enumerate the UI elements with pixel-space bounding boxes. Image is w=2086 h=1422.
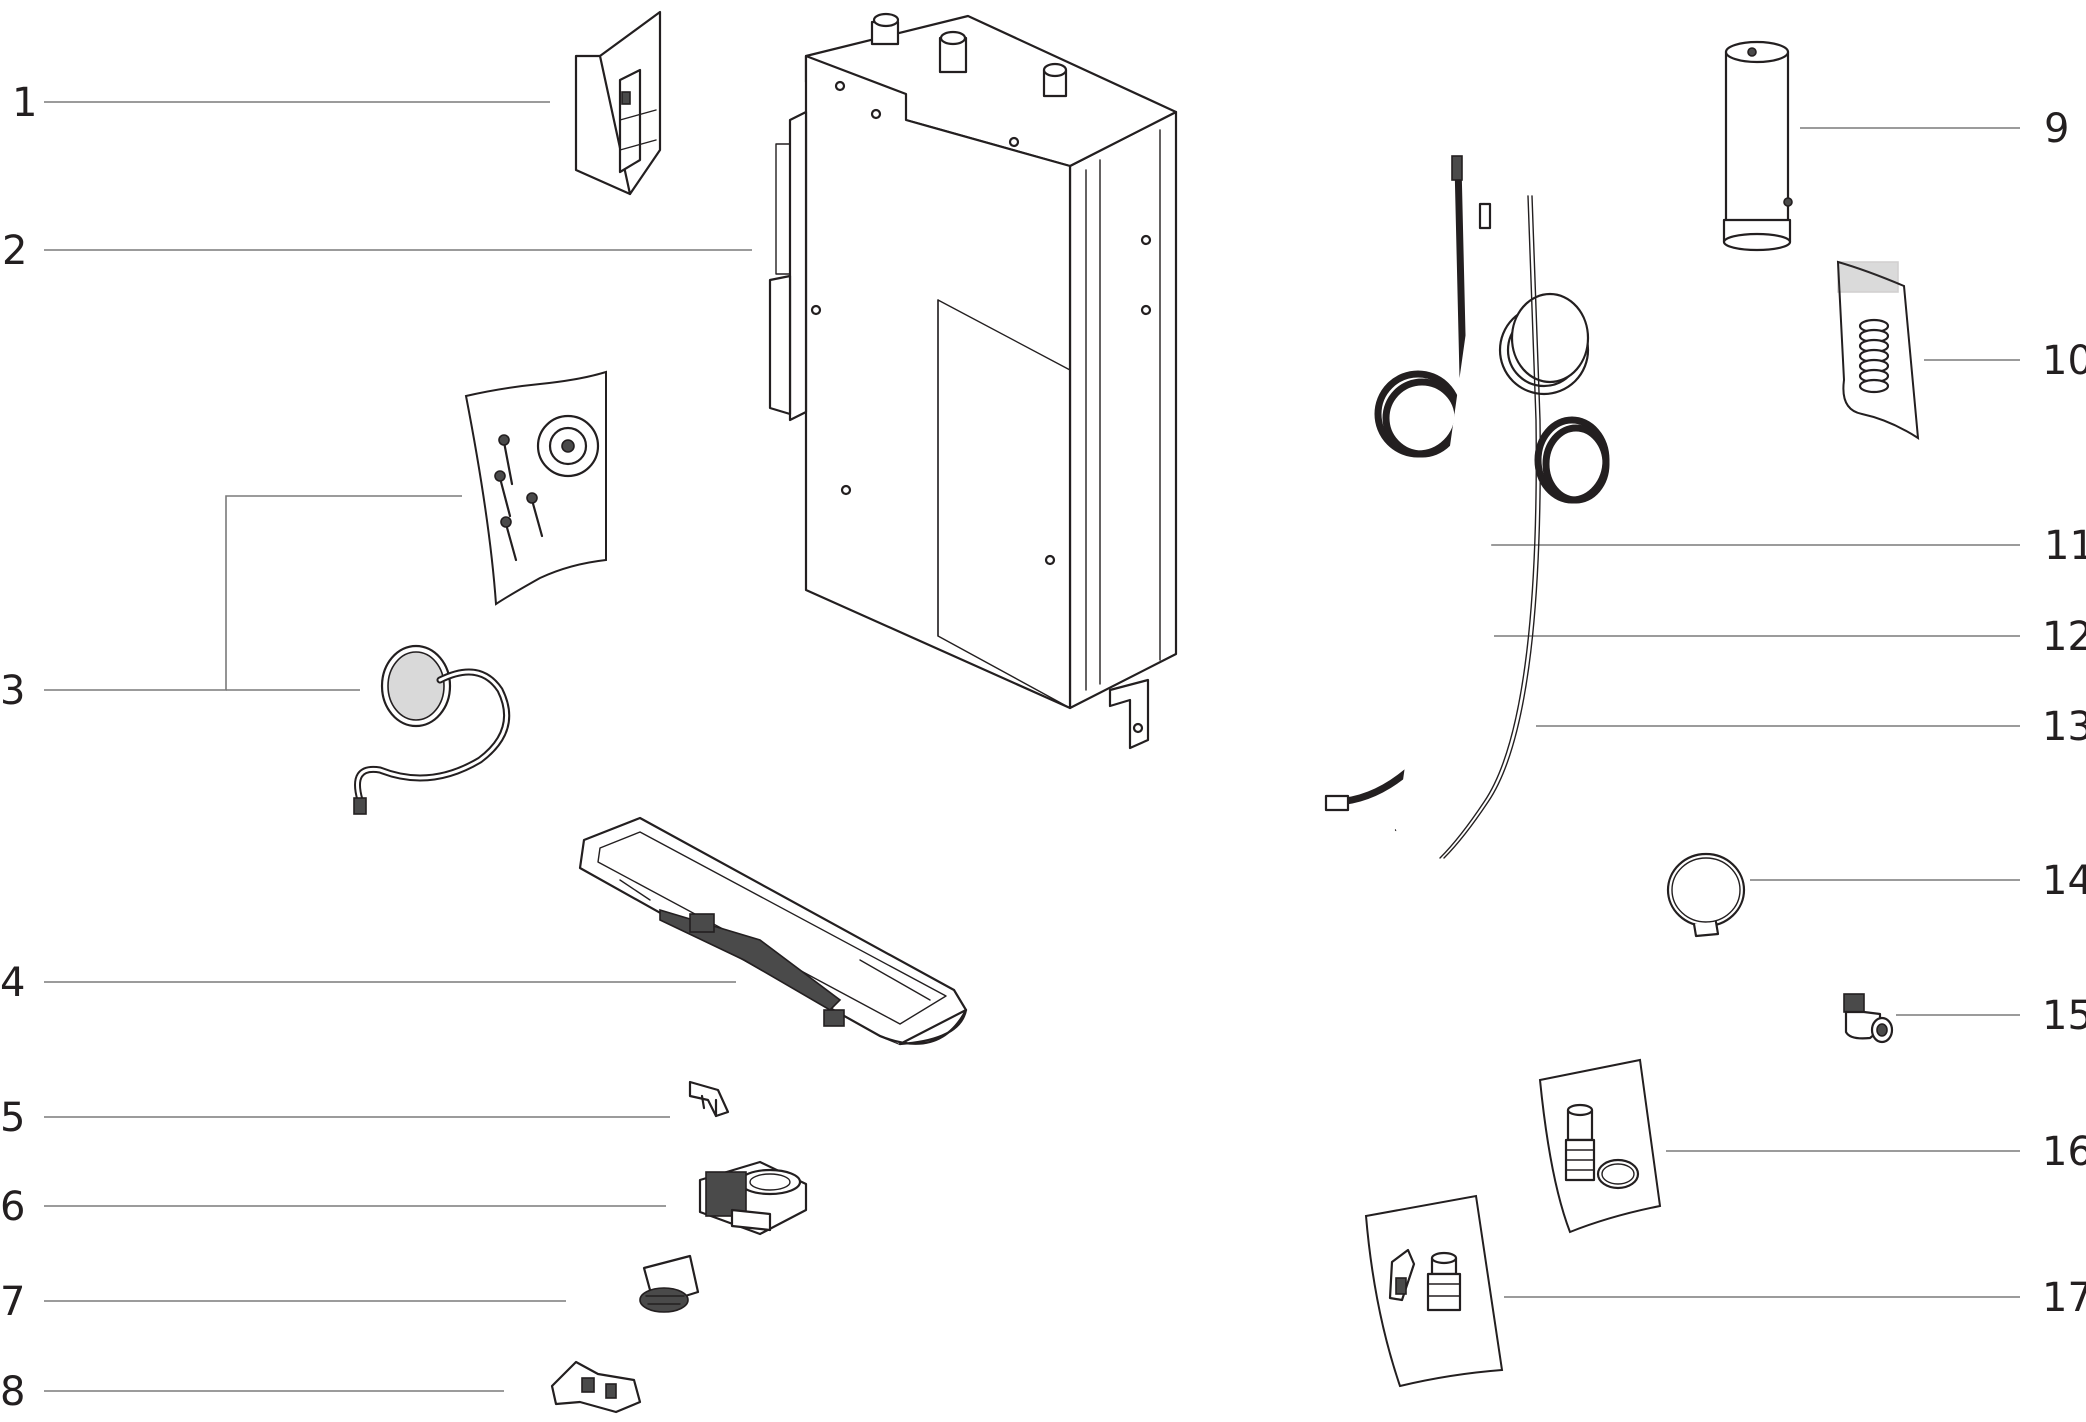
part-5-clip <box>688 1080 730 1118</box>
callout-7: 7 <box>0 1279 25 1325</box>
part-12-hose <box>1394 202 1590 832</box>
callout-10: 10 <box>2042 338 2086 384</box>
part-15-elbow <box>1843 993 1894 1044</box>
part-13-tube <box>1439 195 1610 859</box>
callout-16: 16 <box>2042 1129 2086 1175</box>
part-2-main-unit <box>768 12 1178 750</box>
callout-14: 14 <box>2042 858 2086 904</box>
part-6-fitting <box>698 1160 808 1236</box>
part-7-strainer <box>639 1254 700 1313</box>
callout-2: 2 <box>2 228 27 274</box>
callout-4: 4 <box>0 960 25 1006</box>
part-4-tray <box>578 816 968 1046</box>
callout-numbers: 1 2 3 4 5 6 7 8 9 10 11 12 13 14 15 16 1… <box>0 80 2086 1415</box>
callout-1: 1 <box>12 80 37 126</box>
callout-12: 12 <box>2042 614 2086 660</box>
part-14-ring <box>1666 852 1746 938</box>
part-9-cylinder <box>1722 40 1793 252</box>
callout-5: 5 <box>0 1095 25 1141</box>
callout-11: 11 <box>2044 523 2086 569</box>
part-17-bag-fittings <box>1364 1194 1504 1388</box>
callout-3: 3 <box>0 668 25 714</box>
callout-13: 13 <box>2042 704 2086 750</box>
leader-line-3 <box>44 495 462 691</box>
callout-6: 6 <box>0 1184 25 1230</box>
leader-lines <box>44 101 2020 1392</box>
callout-17: 17 <box>2042 1275 2086 1321</box>
part-8-connector <box>550 1360 642 1414</box>
part-10-bag-discs <box>1836 260 1920 440</box>
callout-15: 15 <box>2042 993 2086 1039</box>
part-1-bracket <box>574 10 662 196</box>
part-16-bag-fitting <box>1538 1058 1662 1234</box>
part-3-bag-and-sensor <box>353 370 607 815</box>
callout-8: 8 <box>0 1369 25 1415</box>
callout-9: 9 <box>2044 106 2069 152</box>
